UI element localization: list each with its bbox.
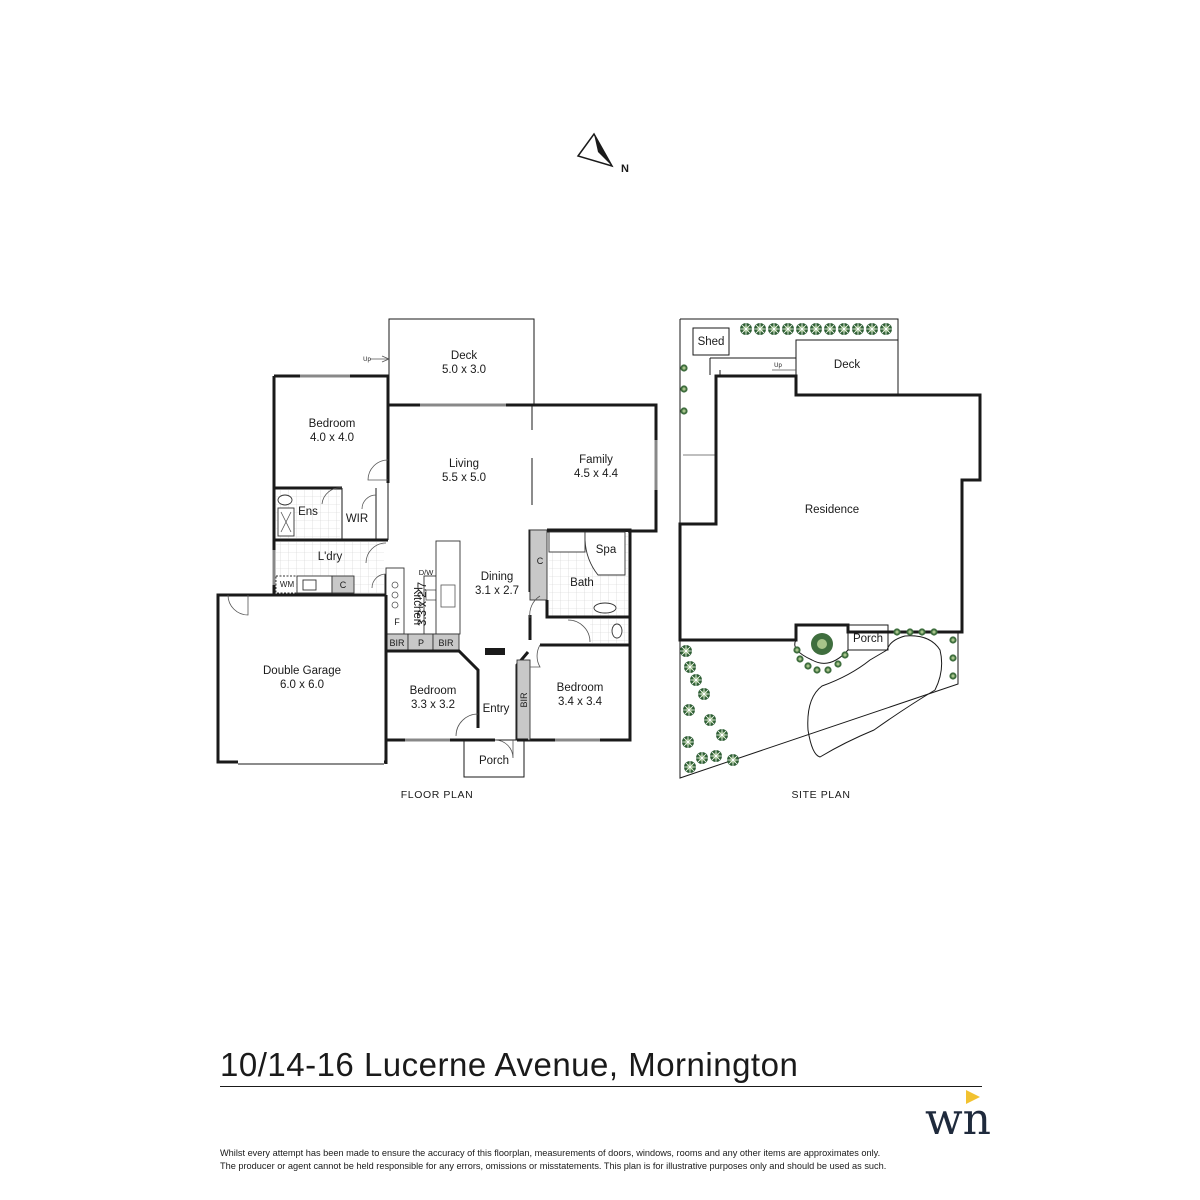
bedroom2-name: Bedroom [410, 685, 457, 697]
residence-outline [678, 374, 982, 642]
address-divider [220, 1086, 982, 1087]
hedge-row [739, 322, 893, 336]
living-dims: 5.5 x 5.0 [442, 472, 486, 484]
deck-dims: 5.0 x 3.0 [442, 364, 486, 376]
bedroom3-dims: 3.4 x 3.4 [558, 696, 603, 708]
hall-cupboard-name: C [537, 556, 544, 566]
disclaimer: Whilst every attempt has been made to en… [220, 1147, 1010, 1172]
spa-name: Spa [596, 544, 617, 556]
floor-plan-caption: FLOOR PLAN [401, 789, 474, 801]
dining-dims: 3.1 x 2.7 [475, 585, 519, 597]
bedroom3-name: Bedroom [557, 682, 604, 694]
wm-name: WM [280, 580, 295, 589]
logo-flag-icon [966, 1090, 980, 1104]
site-deck-label: Deck [834, 359, 860, 371]
kitchen-name: Kitchen [411, 587, 423, 625]
kitchen-dims: 3.3 x 2.7 [417, 582, 429, 626]
garden-bed-outline [807, 635, 943, 758]
family-name: Family [579, 454, 613, 466]
bedroom2-dims: 3.3 x 3.2 [411, 699, 455, 711]
bath-name: Bath [570, 577, 594, 589]
wn-logo: wn [925, 1090, 991, 1145]
living-name: Living [449, 458, 479, 470]
bedroom1-name: Bedroom [309, 418, 356, 430]
garage-dims: 6.0 x 6.0 [280, 679, 324, 691]
bir2-name: BIR [438, 638, 454, 648]
bir3-name: BIR [519, 692, 529, 708]
fridge-label: F [394, 617, 400, 627]
bedroom1-dims: 4.0 x 4.0 [310, 432, 354, 444]
site-plan-caption: SITE PLAN [791, 789, 850, 801]
shed-outline [692, 327, 730, 356]
porch-name: Porch [479, 755, 509, 767]
entry-name: Entry [483, 703, 510, 715]
site-porch-label: Porch [853, 633, 883, 645]
deck-name: Deck [451, 350, 477, 362]
pantry-name: P [418, 638, 424, 648]
north-label: N [621, 163, 629, 175]
wir-name: WIR [346, 513, 368, 525]
dishwasher-label: D/W [419, 568, 435, 577]
disclaimer-line-2: The producer or agent cannot be held res… [220, 1160, 887, 1171]
up-label: Up [363, 357, 371, 363]
laundry-name: L'dry [318, 551, 343, 563]
bir1-name: BIR [389, 638, 405, 648]
garage-name: Double Garage [263, 665, 341, 677]
family-dims: 4.5 x 4.4 [574, 468, 619, 480]
laundry-cupboard-name: C [340, 580, 347, 590]
logo-text: wn [925, 1094, 991, 1145]
floor-plan: Up [216, 318, 658, 801]
north-arrow-icon: N [576, 132, 629, 175]
residence-label: Residence [805, 504, 859, 516]
site-up-label: Up [774, 363, 782, 369]
ensuite-name: Ens [298, 506, 318, 518]
dining-name: Dining [481, 571, 514, 583]
site-plan: Shed Up Deck Residence Porch [678, 318, 982, 801]
property-address: 10/14-16 Lucerne Avenue, Mornington [220, 1046, 799, 1083]
disclaimer-line-1: Whilst every attempt has been made to en… [220, 1148, 881, 1158]
shed-label: Shed [698, 336, 725, 348]
deck-outline [388, 318, 535, 406]
